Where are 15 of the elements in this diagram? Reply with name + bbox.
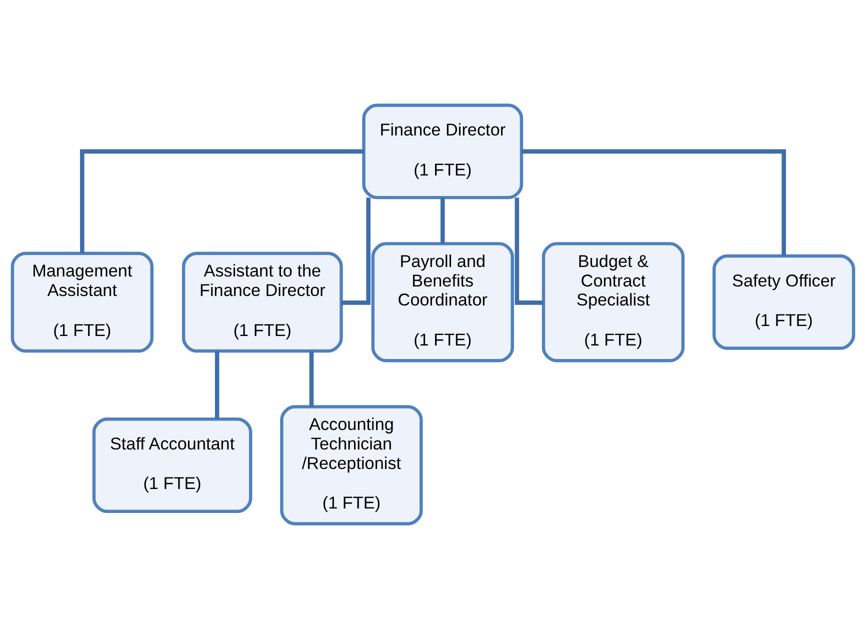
- node-box: Accounting Technician /Receptionist (1 FTE): [280, 404, 423, 525]
- connector: [440, 197, 445, 244]
- node-box: Finance Director (1 FTE): [362, 103, 524, 199]
- connector: [341, 197, 370, 304]
- node-box: Payroll and Benefits Coordinator (1 FTE): [371, 242, 514, 362]
- node-box: Staff Accountant (1 FTE): [92, 417, 252, 512]
- connector: [80, 148, 364, 253]
- node-box: Budget & Contract Specialist (1 FTE): [542, 242, 685, 362]
- connector: [522, 148, 786, 256]
- node-box: Management Assistant (1 FTE): [10, 251, 154, 352]
- connector: [514, 197, 544, 304]
- connector: [309, 350, 314, 406]
- node-box: Assistant to the Finance Director (1 FTE): [182, 251, 343, 352]
- connector: [214, 350, 220, 418]
- node-box: Safety Officer (1 FTE): [712, 254, 856, 350]
